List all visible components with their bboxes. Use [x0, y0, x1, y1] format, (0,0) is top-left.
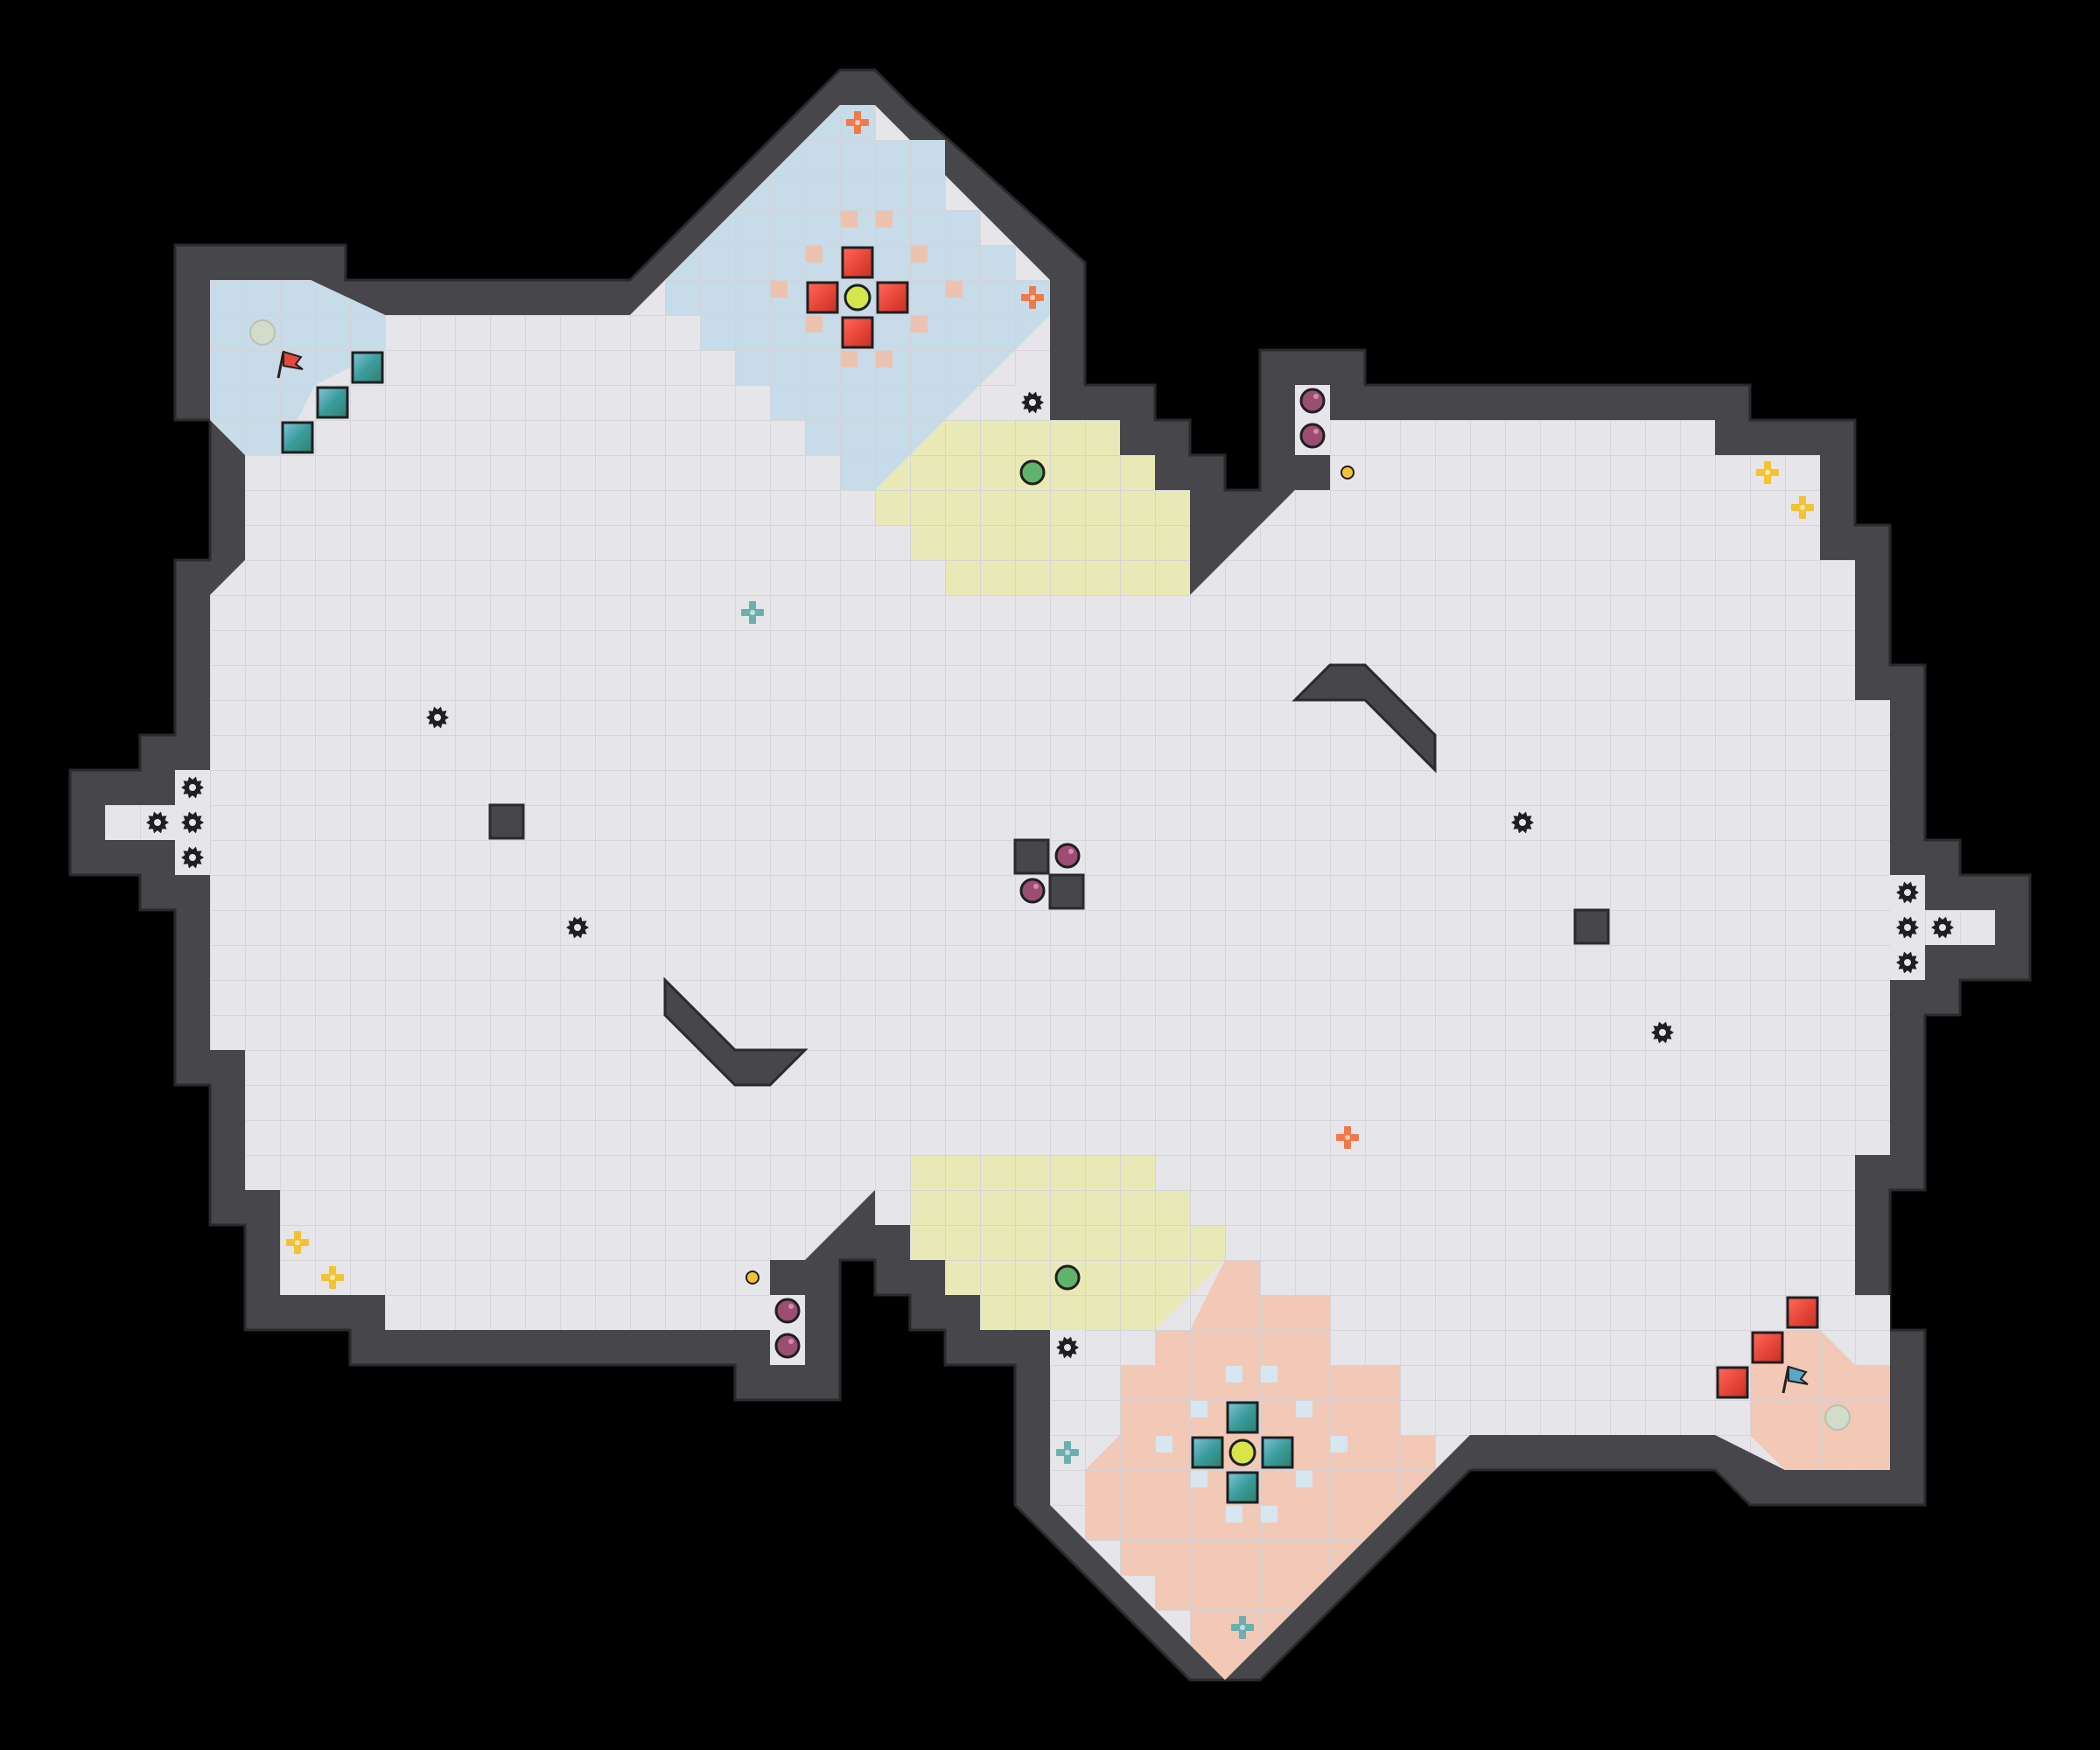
bomb-icon[interactable]: [1299, 423, 1326, 449]
plus-icon[interactable]: [1791, 496, 1814, 519]
red-block: [1751, 1331, 1784, 1364]
core-icon[interactable]: [1228, 1438, 1256, 1466]
bomb-icon[interactable]: [1054, 843, 1081, 869]
gear-icon[interactable]: [1021, 391, 1044, 414]
gear-icon[interactable]: [181, 776, 204, 799]
gear-icon[interactable]: [1511, 811, 1534, 834]
gear-icon[interactable]: [146, 811, 169, 834]
teal-block: [1226, 1401, 1259, 1434]
gear-icon[interactable]: [1056, 1336, 1079, 1359]
red-block: [806, 281, 839, 314]
plus-icon[interactable]: [846, 111, 869, 134]
spawn-circle-icon: [249, 319, 276, 346]
gear-icon[interactable]: [1896, 951, 1919, 974]
bombs: [774, 388, 1326, 1359]
coin-icon[interactable]: [1340, 466, 1354, 480]
bomb-icon[interactable]: [774, 1333, 801, 1359]
gear-icon[interactable]: [426, 706, 449, 729]
pillar-east: [1573, 908, 1610, 945]
red-block: [1716, 1366, 1749, 1399]
gear-icon[interactable]: [181, 811, 204, 834]
plus-icon[interactable]: [286, 1231, 309, 1254]
red-block: [841, 316, 874, 349]
red-block: [1786, 1296, 1819, 1329]
gear-icon[interactable]: [1896, 881, 1919, 904]
plus-icon[interactable]: [1756, 461, 1779, 484]
plus-pickups: [286, 111, 1814, 1639]
red-blocks: [806, 246, 1819, 1399]
red-block: [876, 281, 909, 314]
plus-icon[interactable]: [1231, 1616, 1254, 1639]
pillar-center-b: [1048, 873, 1085, 910]
gear-icon[interactable]: [1931, 916, 1954, 939]
teal-block: [351, 351, 384, 384]
coin-icon[interactable]: [746, 1270, 760, 1284]
jump-pads: [1019, 459, 1081, 1291]
red-block: [841, 246, 874, 279]
coins: [746, 466, 1354, 1284]
pillar-west: [488, 803, 525, 840]
plus-icon[interactable]: [1336, 1126, 1359, 1149]
plus-icon[interactable]: [1056, 1441, 1079, 1464]
flag-blue-icon[interactable]: [1782, 1365, 1809, 1394]
bomb-icon[interactable]: [774, 1298, 801, 1324]
bomb-icon[interactable]: [1019, 878, 1046, 904]
teal-block: [1226, 1471, 1259, 1504]
teal-block: [316, 386, 349, 419]
bomb-icon[interactable]: [1299, 388, 1326, 414]
flag-red-icon[interactable]: [276, 350, 304, 379]
pad-icon[interactable]: [1054, 1264, 1081, 1291]
teal-blocks: [281, 351, 1294, 1504]
ramp-sw: [663, 976, 808, 1087]
plus-icon[interactable]: [741, 601, 764, 624]
gear-icon[interactable]: [1651, 1021, 1674, 1044]
sawblades: [146, 391, 1954, 1359]
teal-block: [1191, 1436, 1224, 1469]
plus-icon[interactable]: [321, 1266, 344, 1289]
pad-icon[interactable]: [1019, 459, 1046, 486]
pillar-center-a: [1013, 838, 1050, 875]
ramp-ne: [1292, 663, 1437, 774]
spawn-circle-icon: [1824, 1404, 1851, 1431]
gear-icon[interactable]: [181, 846, 204, 869]
teal-block: [1261, 1436, 1294, 1469]
teal-block: [281, 421, 314, 454]
cores: [844, 284, 1256, 1466]
gear-icon[interactable]: [566, 916, 589, 939]
core-icon[interactable]: [844, 284, 872, 312]
gear-icon[interactable]: [1896, 916, 1919, 939]
plus-icon[interactable]: [1021, 286, 1044, 309]
spawn-markers: [249, 319, 1851, 1431]
